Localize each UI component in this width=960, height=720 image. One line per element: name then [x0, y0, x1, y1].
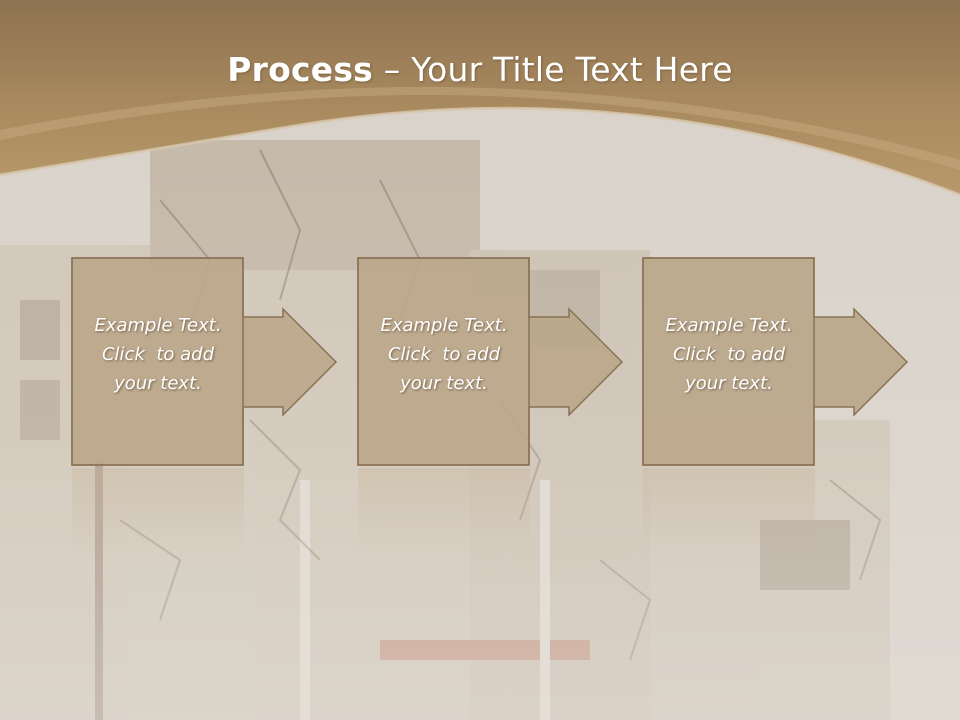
step-line-3: your text.: [685, 373, 773, 394]
slide-title[interactable]: Process – Your Title Text Here: [0, 50, 960, 89]
step-line-1: Example Text.: [665, 315, 793, 336]
step-arrow-shape: [642, 257, 909, 466]
step-reflection: [72, 468, 244, 558]
step-line-1: Example Text.: [380, 315, 508, 336]
step-line-3: your text.: [400, 373, 488, 394]
title-rest: – Your Title Text Here: [373, 50, 733, 89]
step-reflection: [643, 468, 815, 558]
step-arrow-shape: [71, 257, 338, 466]
step-line-2: Click to add: [387, 344, 500, 365]
step-line-2: Click to add: [101, 344, 214, 365]
step-arrow-shape: [357, 257, 624, 466]
step-line-3: your text.: [114, 373, 202, 394]
step-reflection: [358, 468, 530, 558]
process-step-2[interactable]: Example Text. Click to add your text.: [357, 257, 624, 466]
title-bold: Process: [227, 50, 374, 89]
step-line-2: Click to add: [672, 344, 785, 365]
step-line-1: Example Text.: [94, 315, 222, 336]
step-text[interactable]: Example Text. Click to add your text.: [644, 311, 814, 398]
step-text[interactable]: Example Text. Click to add your text.: [73, 311, 243, 398]
step-text[interactable]: Example Text. Click to add your text.: [359, 311, 529, 398]
process-step-3[interactable]: Example Text. Click to add your text.: [642, 257, 909, 466]
process-step-1[interactable]: Example Text. Click to add your text.: [71, 257, 338, 466]
